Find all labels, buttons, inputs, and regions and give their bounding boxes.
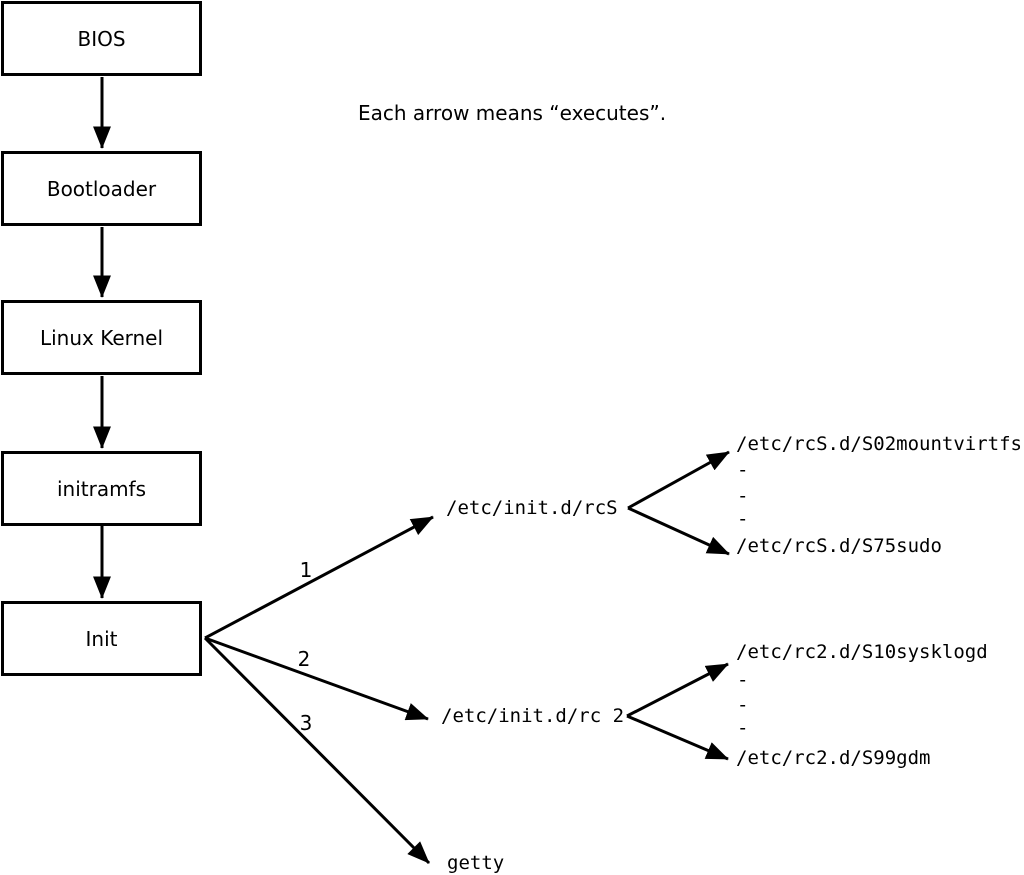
flow-box-label: initramfs: [56, 476, 147, 501]
flow-box-label: Init: [85, 626, 118, 651]
branch-order-1: 1: [299, 558, 313, 582]
flow-box-label: Bootloader: [46, 176, 157, 201]
arrow-rc2-to-s10: [626, 662, 729, 718]
flow-box-linux-kernel: Linux Kernel: [1, 300, 202, 375]
branch-order-2: 2: [297, 647, 311, 671]
flow-box-initramfs: initramfs: [1, 451, 202, 526]
arrow-rc2-to-s99: [626, 714, 729, 761]
rcs-script-first: /etc/rcS.d/S02mountvirtfs: [736, 433, 1022, 455]
rc2-script-last: /etc/rc2.d/S99gdm: [736, 747, 931, 769]
ellipsis-dash: -: [737, 717, 749, 739]
flow-box-bootloader: Bootloader: [1, 151, 202, 226]
arrow-init-to-rc2: [204, 636, 429, 721]
branch-target-getty: getty: [447, 852, 505, 874]
arrow-rcs-to-s75: [627, 506, 730, 556]
flow-box-label: Linux Kernel: [39, 325, 164, 350]
ellipsis-dash: -: [737, 508, 749, 530]
ellipsis-dash: -: [737, 669, 749, 691]
flow-box-label: BIOS: [77, 26, 126, 51]
rcs-script-last: /etc/rcS.d/S75sudo: [736, 535, 942, 557]
rc2-script-first: /etc/rc2.d/S10sysklogd: [736, 641, 988, 663]
flow-box-init: Init: [1, 601, 202, 676]
arrow-init-to-rcs: [204, 515, 434, 640]
ellipsis-dash: -: [737, 459, 749, 481]
branch-target-rc2: /etc/init.d/rc 2: [441, 705, 625, 727]
ellipsis-dash: -: [737, 694, 749, 716]
flow-box-bios: BIOS: [1, 1, 202, 76]
legend-note: Each arrow means “executes”.: [358, 101, 667, 125]
arrow-rcs-to-s02: [627, 450, 730, 510]
ellipsis-dash: -: [737, 485, 749, 507]
branch-order-3: 3: [299, 711, 313, 735]
branch-target-rcs: /etc/init.d/rcS: [446, 497, 618, 519]
arrow-init-to-getty: [203, 636, 431, 865]
